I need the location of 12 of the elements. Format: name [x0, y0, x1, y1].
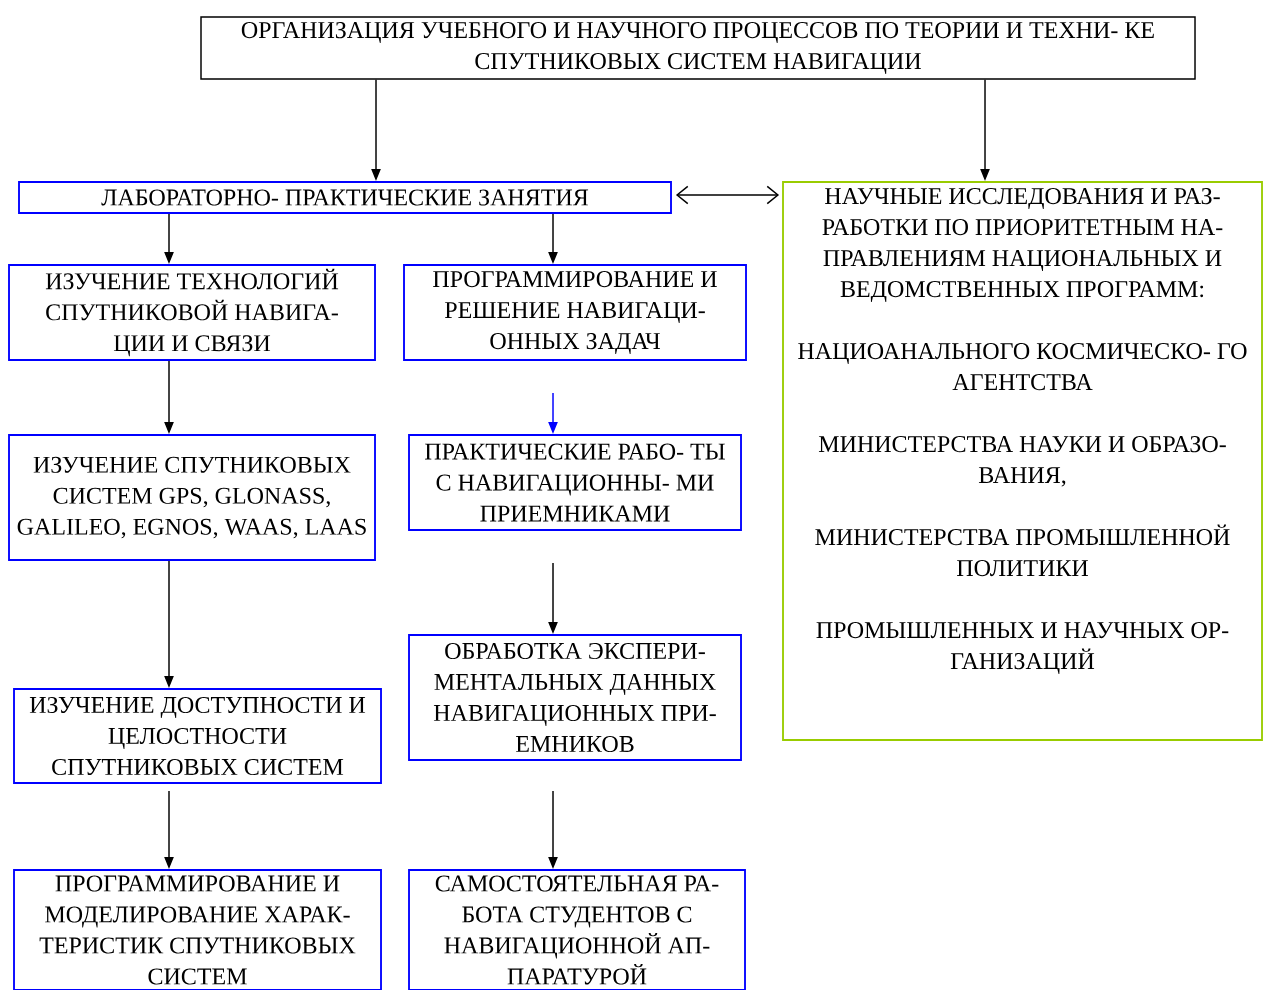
process-box: ИЗУЧЕНИЕ ДОСТУПНОСТИ И ЦЕЛОСТНОСТИ СПУТНИКОВЫХ СИСТЕМ [13, 688, 382, 784]
process-box: ПРОГРАММИРОВАНИЕ И МОДЕЛИРОВАНИЕ ХАРАК- ТЕРИСТИК СПУТНИКОВЫХ СИСТЕМ [13, 869, 382, 990]
arrow [675, 185, 780, 205]
process-box: САМОСТОЯТЕЛЬНАЯ РА- БОТА СТУДЕНТОВ С НАВИГАЦИОННОЙ АП- ПАРАТУРОЙ [408, 869, 746, 990]
process-box: ЛАБОРАТОРНО- ПРАКТИЧЕСКИЕ ЗАНЯТИЯ [18, 181, 672, 214]
process-box: ИЗУЧЕНИЕ СПУТНИКОВЫХ СИСТЕМ GPS, GLONASS, GALILEO, EGNOS, WAAS, LAAS [8, 434, 376, 561]
process-box: ОРГАНИЗАЦИЯ УЧЕБНОГО И НАУЧНОГО ПРОЦЕССОВ ПО ТЕОРИИ И ТЕХНИ- КЕ СПУТНИКОВЫХ СИСТЕМ НАВИГАЦИИ [200, 16, 1196, 80]
process-box: ОБРАБОТКА ЭКСПЕРИ- МЕНТАЛЬНЫХ ДАННЫХ НАВИГАЦИОННЫХ ПРИ- ЕМНИКОВ [408, 634, 742, 761]
process-box: ПРАКТИЧЕСКИЕ РАБО- ТЫ С НАВИГАЦИОННЫ- МИ ПРИЕМНИКАМИ [408, 434, 742, 531]
process-box: ПРОГРАММИРОВАНИЕ И РЕШЕНИЕ НАВИГАЦИ- ОННЫХ ЗАДАЧ [403, 264, 747, 361]
process-box: НАУЧНЫЕ ИССЛЕДОВАНИЯ И РАЗ- РАБОТКИ ПО ПРИОРИТЕТНЫМ НА- ПРАВЛЕНИЯМ НАЦИОНАЛЬНЫХ И ВЕДОМСТВЕННЫХ ПРОГРАММ: НАЦИОАНАЛЬНОГО КОСМИЧЕСКО- ГО АГЕНТСТВА МИНИСТЕРСТВА НАУКИ И ОБРАЗО- ВАНИЯ, МИНИСТЕРСТВА ПРОМЫШЛЕННОЙ ПОЛИТИКИ ПРОМЫШЛЕННЫХ И НАУЧНЫХ ОР- ГАНИЗАЦИЙ [782, 181, 1263, 741]
process-box: ИЗУЧЕНИЕ ТЕХНОЛОГИЙ СПУТНИКОВОЙ НАВИГА- ЦИИ И СВЯЗИ [8, 264, 376, 361]
